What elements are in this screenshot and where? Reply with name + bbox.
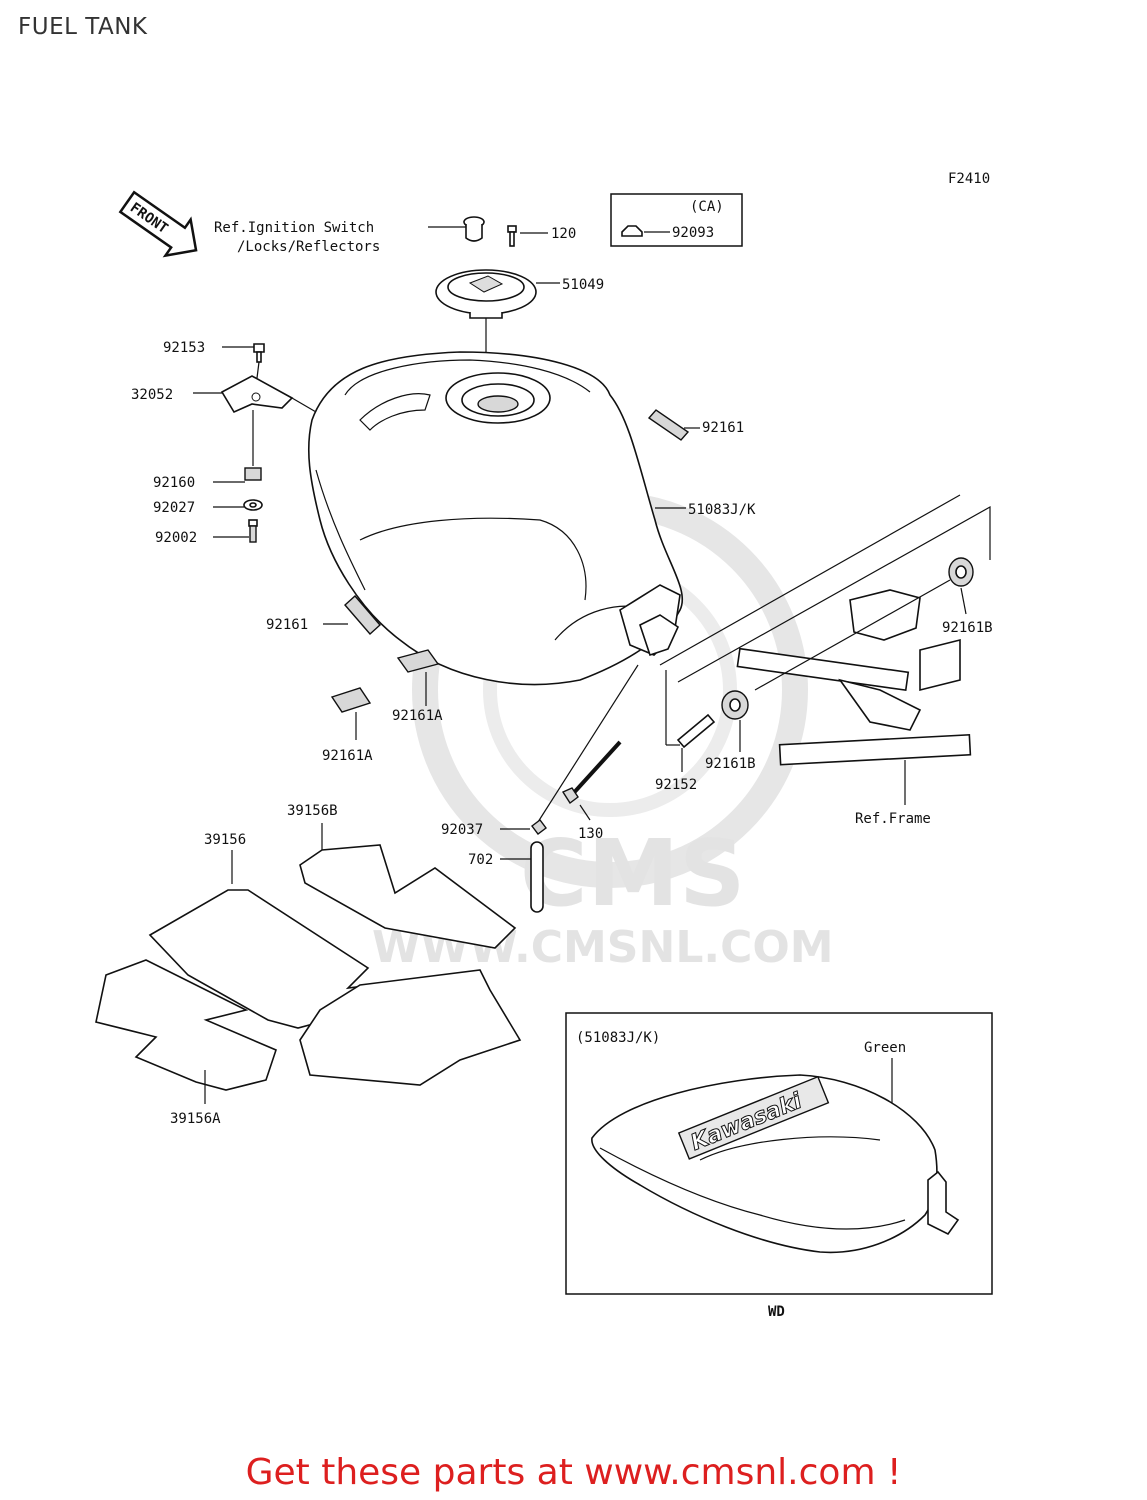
- grommet-92161B-low: [721, 690, 749, 752]
- inset-color-label: Green: [864, 1040, 906, 1056]
- part-92153: 92153: [163, 340, 205, 356]
- part-92161A-mid: 92161A: [392, 708, 443, 724]
- part-92161-left: 92161: [266, 617, 308, 633]
- parts-diagram: CMS WWW.CMSNL.COM F2410 FRONT Ref.Igniti…: [95, 171, 993, 1320]
- ignition-cap: [463, 216, 485, 242]
- fuel-tank-body: [307, 351, 684, 686]
- footer-cta-link[interactable]: Get these parts at www.cmsnl.com !: [245, 1452, 902, 1493]
- bolt-130: [561, 740, 622, 821]
- frame-ref: [659, 494, 991, 805]
- ca-box: (CA) 92093: [610, 193, 743, 247]
- inset-model-code: WD: [768, 1304, 785, 1320]
- ref-frame: Ref.Frame: [855, 811, 931, 827]
- part-92002: 92002: [155, 530, 197, 546]
- bracket-32052: [193, 375, 317, 414]
- part-130: 130: [578, 826, 603, 842]
- part-51083: 51083J/K: [688, 502, 756, 518]
- part-702: 702: [468, 852, 493, 868]
- inset-box: (51083J/K) Green Kawasaki WD: [565, 1012, 993, 1320]
- cap-assembly-51049: [435, 269, 560, 385]
- part-92161-top: 92161: [702, 420, 744, 436]
- page-title: FUEL TANK: [18, 14, 148, 40]
- part-92161A-low: 92161A: [322, 748, 373, 764]
- part-92037: 92037: [441, 822, 483, 838]
- nut-92160: [213, 467, 262, 483]
- figure-code: F2410: [948, 171, 990, 187]
- part-39156: 39156: [204, 832, 246, 848]
- ref-ignition-line1: Ref.Ignition Switch: [214, 220, 374, 236]
- front-arrow-icon: FRONT: [118, 190, 198, 258]
- pad-39156A: [95, 959, 522, 1104]
- collar-92152: [676, 713, 716, 772]
- rubber-92161-top: [647, 409, 700, 441]
- ca-box-title: (CA): [690, 199, 724, 215]
- screw-120: [507, 225, 548, 247]
- damper-92161A-mid: [396, 649, 440, 706]
- part-92027: 92027: [153, 500, 195, 516]
- part-92161B-low: 92161B: [705, 756, 756, 772]
- watermark-logo: CMS: [520, 820, 745, 927]
- part-92152: 92152: [655, 777, 697, 793]
- rubber-92161-left: [323, 595, 381, 635]
- pad-39156B: [299, 823, 517, 949]
- washer-92027: [213, 499, 263, 511]
- clip-92037: [500, 819, 547, 835]
- part-39156B: 39156B: [287, 803, 338, 819]
- part-51049: 51049: [562, 277, 604, 293]
- part-92161B-top: 92161B: [942, 620, 993, 636]
- hose-702: [500, 841, 544, 913]
- part-92093: 92093: [672, 225, 714, 241]
- grommet-92161B-top: [754, 557, 974, 691]
- damper-92161A-low: [330, 687, 372, 740]
- ref-ignition-line2: /Locks/Reflectors: [237, 239, 380, 255]
- inset-title: (51083J/K): [576, 1030, 660, 1046]
- part-120: 120: [551, 226, 576, 242]
- bolt-92153: [222, 343, 265, 379]
- part-92160: 92160: [153, 475, 195, 491]
- part-39156A: 39156A: [170, 1111, 221, 1127]
- bolt-92002: [213, 519, 258, 543]
- part-32052: 32052: [131, 387, 173, 403]
